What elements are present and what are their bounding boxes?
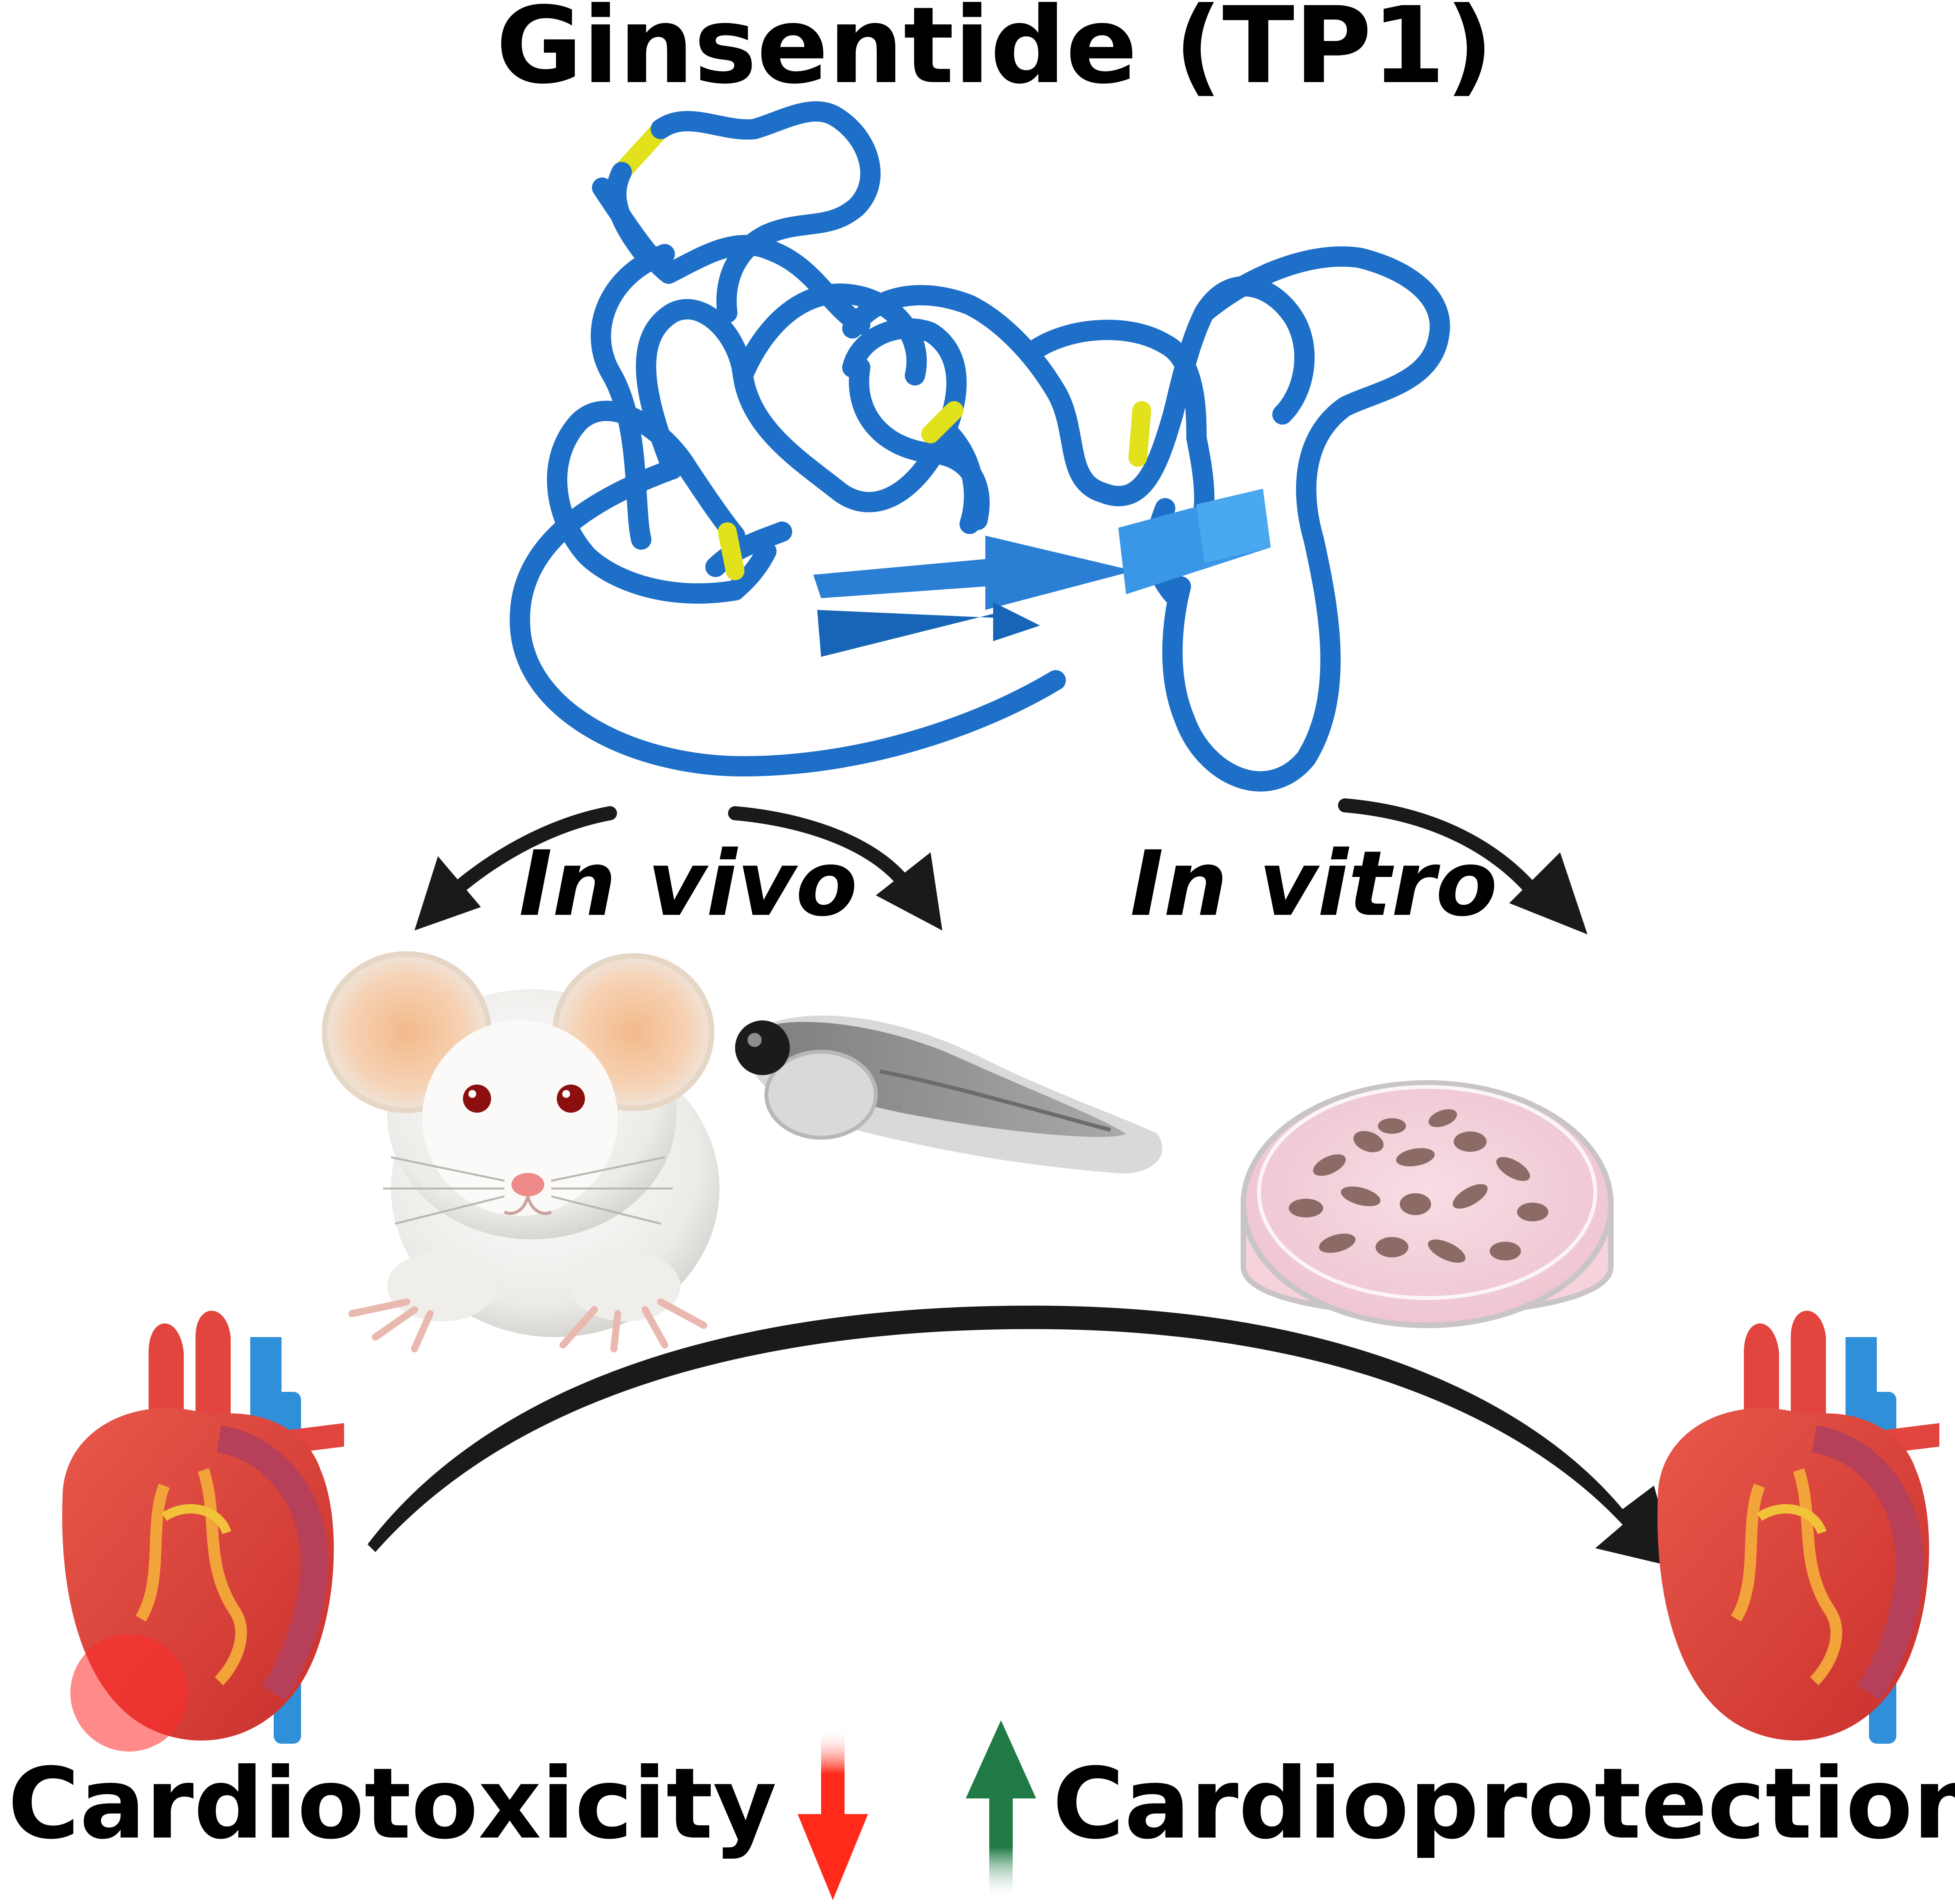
arrowhead-right bbox=[876, 852, 942, 930]
peptide-loop bbox=[651, 101, 881, 323]
arrowhead-in-vitro bbox=[1509, 852, 1587, 934]
peptide-loop bbox=[606, 162, 651, 260]
down-arrow-icon bbox=[798, 1728, 868, 1900]
in-vitro-arrow bbox=[1338, 798, 1544, 902]
in-vitro-label: In vitro bbox=[1130, 832, 1498, 936]
arrowhead-left bbox=[414, 856, 481, 930]
cardiotoxicity-label: Cardiotoxicity bbox=[8, 1747, 777, 1861]
damaged-heart-icon bbox=[62, 1311, 344, 1752]
cardioprotection-label: Cardioprotection bbox=[1053, 1747, 1955, 1861]
beta-strand bbox=[813, 489, 1271, 657]
peptide-structure-icon bbox=[509, 177, 1450, 792]
up-arrow-icon bbox=[966, 1720, 1036, 1900]
petri-dish-icon bbox=[1241, 1080, 1614, 1328]
zebrafish-larva-icon bbox=[735, 1015, 1162, 1174]
rat-icon bbox=[322, 951, 719, 1352]
in-vivo-label: In vivo bbox=[519, 832, 857, 936]
healthy-heart-icon bbox=[1657, 1311, 1939, 1744]
diagram-title: Ginsentide (TP1) bbox=[496, 0, 1493, 107]
